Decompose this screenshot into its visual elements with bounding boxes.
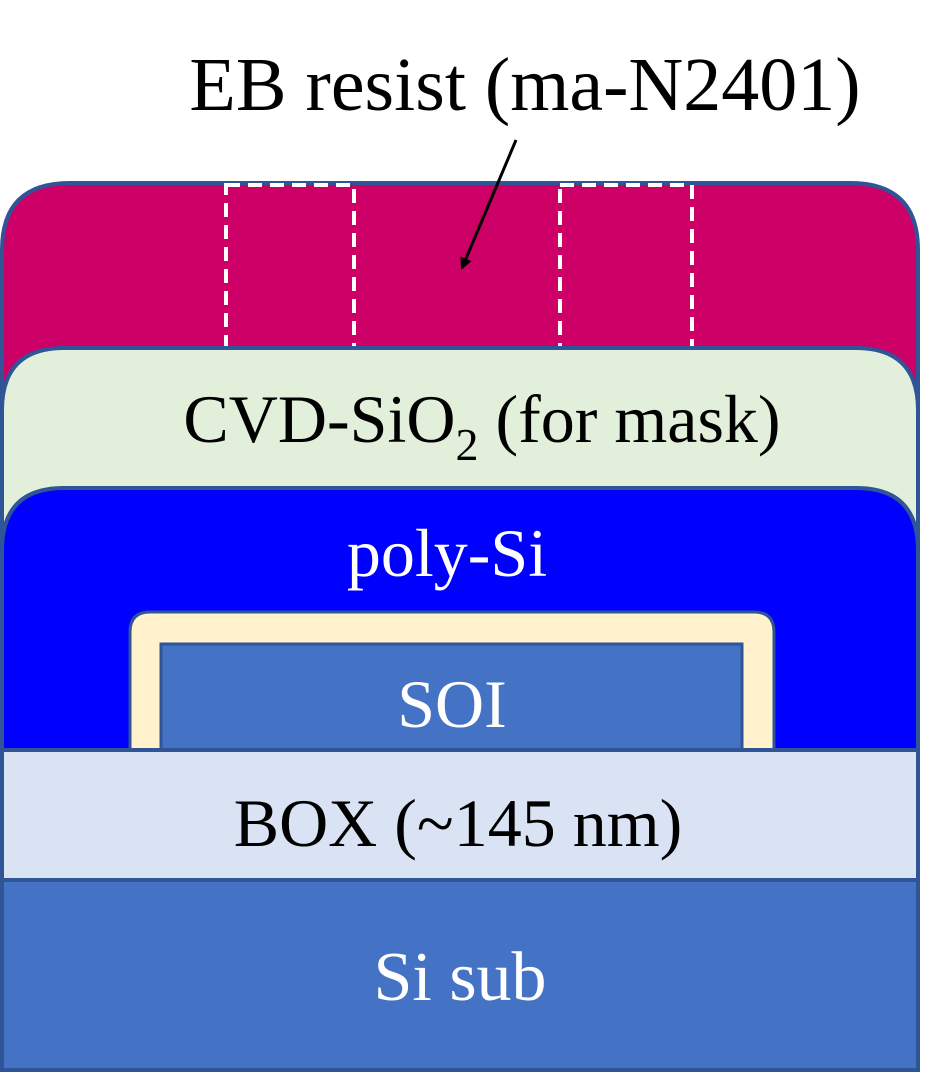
eb-resist-annotation: EB resist (ma-N2401) xyxy=(189,43,860,127)
poly-si-label: poly-Si xyxy=(347,515,547,591)
si-sub-label: Si sub xyxy=(373,939,546,1016)
box-label: BOX (~145 nm) xyxy=(234,785,683,861)
cvd-sio2-label: CVD-SiO2 (for mask) xyxy=(183,381,780,470)
box-layer xyxy=(0,748,920,882)
si-sub-layer xyxy=(0,878,920,1072)
annotation-arrow xyxy=(460,139,518,270)
subscript-2: 2 xyxy=(455,419,478,470)
soi-label: SOI xyxy=(397,666,507,742)
